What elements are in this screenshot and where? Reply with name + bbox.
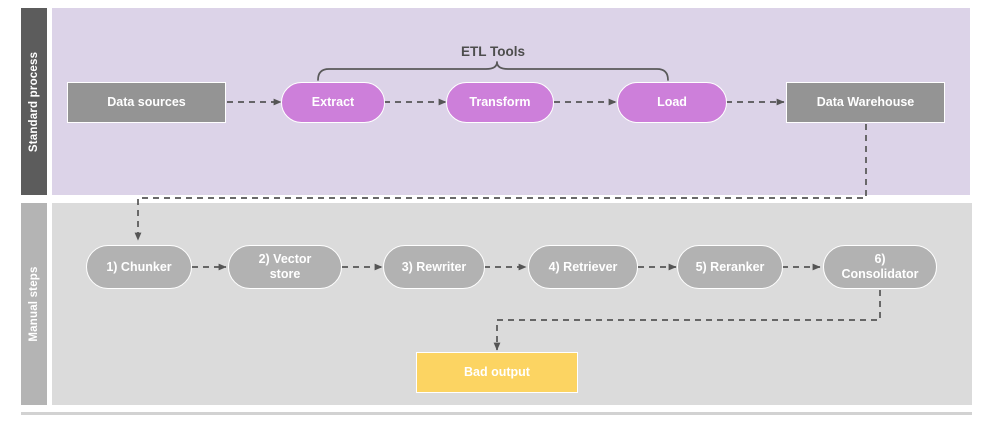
node-data-sources-label: Data sources [107, 95, 186, 110]
node-extract-label: Extract [311, 95, 355, 110]
node-extract[interactable]: Extract [281, 82, 385, 123]
node-chunker-label: 1) Chunker [106, 259, 172, 274]
lane-standard-process-header: Standard process [21, 8, 47, 195]
node-transform[interactable]: Transform [446, 82, 554, 123]
node-data-sources[interactable]: Data sources [67, 82, 226, 123]
etl-tools-label: ETL Tools [461, 44, 525, 59]
node-rewriter[interactable]: 3) Rewriter [383, 245, 485, 289]
node-load-label: Load [657, 95, 687, 110]
node-consolidator-label: 6) Consolidator [841, 252, 919, 281]
node-retriever[interactable]: 4) Retriever [528, 245, 638, 289]
node-chunker[interactable]: 1) Chunker [86, 245, 192, 289]
lane-manual-steps-label: Manual steps [28, 266, 40, 342]
node-load[interactable]: Load [617, 82, 727, 123]
node-reranker[interactable]: 5) Reranker [677, 245, 783, 289]
node-data-warehouse[interactable]: Data Warehouse [786, 82, 945, 123]
node-vector-store[interactable]: 2) Vector store [228, 245, 342, 289]
node-rewriter-label: 3) Rewriter [401, 259, 467, 274]
node-bad-output[interactable]: Bad output [416, 352, 578, 393]
node-data-warehouse-label: Data Warehouse [816, 95, 915, 110]
lane-standard-process-label: Standard process [28, 51, 40, 152]
lane-manual-steps-header: Manual steps [21, 203, 47, 405]
node-reranker-label: 5) Reranker [695, 259, 765, 274]
node-transform-label: Transform [469, 95, 531, 110]
node-vector-store-label: 2) Vector store [258, 252, 312, 281]
footer-divider [21, 412, 972, 415]
node-consolidator[interactable]: 6) Consolidator [823, 245, 937, 289]
node-retriever-label: 4) Retriever [548, 259, 618, 274]
node-bad-output-label: Bad output [464, 365, 530, 380]
